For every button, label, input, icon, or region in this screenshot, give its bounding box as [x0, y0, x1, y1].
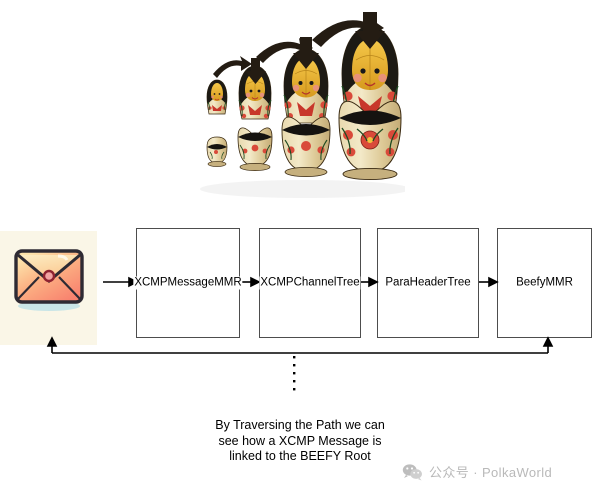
doll-top-1	[206, 79, 228, 115]
flow-box-xcmpmessagemmr[interactable]: XCMPMessageMMR	[133, 228, 243, 338]
xcmp-flow-diagram: XCMPMessageMMR XCMPChannelTree ParaHeade…	[0, 210, 600, 410]
envelope-tile	[0, 231, 97, 345]
caption-line-2: see how a XCMP Message is	[218, 433, 382, 448]
flow-box-paraheadertree[interactable]: ParaHeaderTree	[377, 228, 479, 338]
watermark-text: 公众号 · PolkaWorld	[429, 465, 553, 480]
envelope-icon	[14, 249, 84, 311]
flow-box-beefymmr[interactable]: BeefyMMR	[497, 228, 592, 338]
flow-box-xcmpchanneltree[interactable]: XCMPChannelTree	[259, 228, 361, 338]
ground-shadow	[200, 180, 410, 198]
wechat-icon	[402, 463, 422, 481]
matryoshka-svg	[200, 12, 410, 198]
flow-box-label: BeefyMMR	[515, 276, 574, 290]
curved-arrow-1	[213, 56, 252, 78]
doll-bottom-2	[237, 127, 273, 171]
arrow-box3-to-box4	[479, 276, 499, 288]
doll-bottom-1	[206, 136, 228, 167]
doll-bottom-3	[281, 116, 331, 177]
down-arrow-2	[293, 37, 319, 69]
arrow-box2-to-box3	[361, 276, 379, 288]
down-arrow-1	[245, 58, 266, 84]
doll-top-2	[238, 65, 272, 120]
dotted-marker	[293, 356, 296, 391]
matryoshka-illustration	[185, 4, 410, 204]
feedback-arrow	[46, 336, 554, 354]
curved-arrow-2	[256, 38, 313, 63]
flow-box-label: XCMPChannelTree	[259, 276, 361, 290]
watermark: 公众号 · PolkaWorld	[402, 462, 552, 481]
caption-line-1: By Traversing the Path we can	[215, 418, 385, 432]
flow-box-label: ParaHeaderTree	[384, 276, 472, 290]
nesting-arrows	[213, 12, 385, 84]
down-arrow-3	[355, 12, 385, 49]
flow-box-label: XCMPMessageMMR	[133, 276, 243, 290]
diagram-caption: By Traversing the Path we can see how a …	[0, 418, 600, 465]
doll-bottom-4	[338, 100, 402, 181]
doll-top-3	[283, 48, 329, 124]
arrow-box1-to-box2	[240, 276, 261, 288]
caption-line-3: linked to the BEEFY Root	[229, 449, 371, 463]
arrow-envelope-to-box1	[103, 276, 139, 288]
